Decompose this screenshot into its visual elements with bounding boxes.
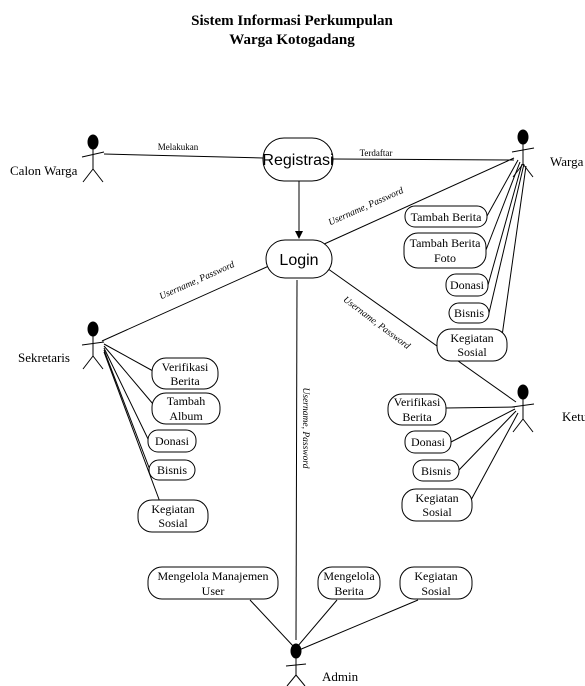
sek-album-label-1: Tambah bbox=[167, 394, 205, 408]
use-case-registrasi[interactable]: Registrasi bbox=[262, 137, 334, 182]
edge-warga-kegiatan bbox=[501, 165, 527, 337]
use-case-warga-tambah-berita[interactable]: Tambah Berita bbox=[404, 205, 488, 228]
use-case-admin-manajemen-user[interactable]: Mengelola Manajemen User bbox=[147, 566, 279, 600]
sek-kegiatan-label-1: Kegiatan bbox=[151, 502, 194, 516]
warga-tambah-berita-foto-label-2: Foto bbox=[434, 251, 456, 265]
edge-admin-berita bbox=[296, 599, 338, 648]
warga-kegiatan-label-2: Sosial bbox=[457, 345, 487, 359]
actor-label-calon-warga: Calon Warga bbox=[10, 163, 78, 178]
edge-ketua-donasi bbox=[450, 408, 516, 443]
actor-label-admin: Admin bbox=[322, 669, 359, 684]
ketua-bisnis-label: Bisnis bbox=[421, 464, 451, 478]
admin-user-label-1: Mengelola Manajemen bbox=[158, 569, 269, 583]
edge-warga-berita-foto bbox=[485, 161, 521, 251]
sek-kegiatan-label-2: Sosial bbox=[158, 516, 188, 530]
admin-berita-label-2: Berita bbox=[334, 584, 364, 598]
edge-warga-tambah-berita bbox=[486, 159, 519, 217]
edge-ketua-bisnis bbox=[458, 410, 517, 471]
use-case-sek-tambah-album[interactable]: Tambah Album bbox=[151, 392, 221, 425]
edge-sekretaris-login bbox=[101, 260, 281, 342]
diagram-title-line2: Warga Kotogadang bbox=[229, 32, 355, 48]
edge-ketua-verifikasi bbox=[445, 406, 516, 409]
use-case-warga-kegiatan-sosial[interactable]: Kegiatan Sosial bbox=[436, 328, 508, 362]
use-case-sek-verifikasi-berita[interactable]: Verifikasi Berita bbox=[151, 357, 219, 390]
admin-kegiatan-label-1: Kegiatan bbox=[414, 569, 457, 583]
edge-calon-registrasi bbox=[103, 153, 264, 159]
use-case-ketua-kegiatan-sosial[interactable]: Kegiatan Sosial bbox=[401, 488, 473, 522]
actor-ketua: Ketua bbox=[511, 384, 585, 433]
use-case-sek-kegiatan-sosial[interactable]: Kegiatan Sosial bbox=[137, 499, 209, 533]
warga-tambah-berita-label: Tambah Berita bbox=[411, 210, 482, 224]
actor-admin: Admin bbox=[285, 643, 359, 686]
use-case-admin-kegiatan-sosial[interactable]: Kegiatan Sosial bbox=[399, 566, 473, 600]
actor-calon-warga: Calon Warga bbox=[10, 134, 105, 183]
use-case-sek-donasi[interactable]: Donasi bbox=[147, 429, 197, 453]
ketua-donasi-label: Donasi bbox=[411, 435, 446, 449]
warga-bisnis-label: Bisnis bbox=[454, 306, 484, 320]
use-case-sek-bisnis[interactable]: Bisnis bbox=[148, 459, 196, 481]
admin-kegiatan-label-2: Sosial bbox=[421, 584, 451, 598]
edge-sek-kegiatan bbox=[103, 351, 161, 503]
edge-ketua-kegiatan bbox=[470, 412, 519, 501]
edge-sek-donasi bbox=[103, 347, 150, 442]
actor-label-warga: Warga bbox=[550, 154, 584, 169]
edge-sek-bisnis bbox=[103, 349, 151, 471]
diagram-title-line1: Sistem Informasi Perkumpulan bbox=[191, 13, 393, 29]
use-case-warga-bisnis[interactable]: Bisnis bbox=[448, 302, 490, 324]
edge-admin-user bbox=[249, 599, 295, 648]
actor-sekretaris: Sekretaris bbox=[18, 321, 105, 370]
edge-label-terdaftar: Terdaftar bbox=[360, 148, 393, 158]
use-case-ketua-donasi[interactable]: Donasi bbox=[404, 430, 452, 454]
warga-donasi-label: Donasi bbox=[450, 278, 485, 292]
edge-sek-album bbox=[103, 345, 154, 405]
edge-warga-bisnis bbox=[488, 163, 525, 314]
ketua-kegiatan-label-2: Sosial bbox=[422, 505, 452, 519]
ketua-verifikasi-label-2: Berita bbox=[402, 410, 432, 424]
edge-warga-donasi bbox=[487, 163, 523, 286]
use-case-login[interactable]: Login bbox=[265, 239, 333, 279]
sekretaris-stick-figure-icon bbox=[81, 321, 105, 370]
sek-bisnis-label: Bisnis bbox=[157, 463, 187, 477]
edge-ketua-login bbox=[323, 265, 517, 403]
edge-warga-login bbox=[321, 157, 515, 246]
edge-admin-login bbox=[295, 279, 298, 641]
warga-stick-figure-icon bbox=[511, 129, 535, 178]
use-case-warga-donasi[interactable]: Donasi bbox=[445, 273, 489, 297]
actor-label-sekretaris: Sekretaris bbox=[18, 350, 70, 365]
actor-warga: Warga bbox=[511, 129, 584, 178]
calon-warga-stick-figure-icon bbox=[81, 134, 105, 183]
edge-admin-kegiatan bbox=[298, 599, 419, 651]
use-case-admin-mengelola-berita[interactable]: Mengelola Berita bbox=[317, 566, 381, 600]
associations bbox=[101, 153, 527, 651]
sek-album-label-2: Album bbox=[169, 409, 203, 423]
warga-tambah-berita-foto-label-1: Tambah Berita bbox=[410, 236, 481, 250]
edge-label-melakukan: Melakukan bbox=[158, 142, 199, 152]
registrasi-label: Registrasi bbox=[262, 152, 333, 169]
use-case-ketua-bisnis[interactable]: Bisnis bbox=[412, 459, 460, 482]
use-case-ketua-verifikasi-berita[interactable]: Verifikasi Berita bbox=[387, 393, 447, 426]
use-case-warga-tambah-berita-foto[interactable]: Tambah Berita Foto bbox=[403, 232, 487, 269]
login-label: Login bbox=[279, 252, 318, 269]
admin-stick-figure-icon bbox=[285, 643, 307, 686]
edge-label-admin-login: Username, Password bbox=[300, 388, 310, 469]
edge-sek-verifikasi bbox=[103, 343, 154, 372]
sek-donasi-label: Donasi bbox=[155, 434, 190, 448]
edge-label-sekretaris-login: Username, Password bbox=[158, 260, 236, 302]
ketua-verifikasi-label-1: Verifikasi bbox=[394, 395, 441, 409]
admin-berita-label-1: Mengelola bbox=[323, 569, 375, 583]
edge-label-warga-login: Username, Password bbox=[327, 186, 405, 228]
edge-registrasi-warga bbox=[332, 158, 515, 161]
sek-verifikasi-label-2: Berita bbox=[170, 374, 200, 388]
actor-label-ketua: Ketua bbox=[562, 409, 585, 424]
ketua-kegiatan-label-1: Kegiatan bbox=[415, 491, 458, 505]
ketua-stick-figure-icon bbox=[511, 384, 535, 433]
warga-kegiatan-label-1: Kegiatan bbox=[450, 331, 493, 345]
admin-user-label-2: User bbox=[202, 584, 225, 598]
sek-verifikasi-label-1: Verifikasi bbox=[162, 360, 209, 374]
